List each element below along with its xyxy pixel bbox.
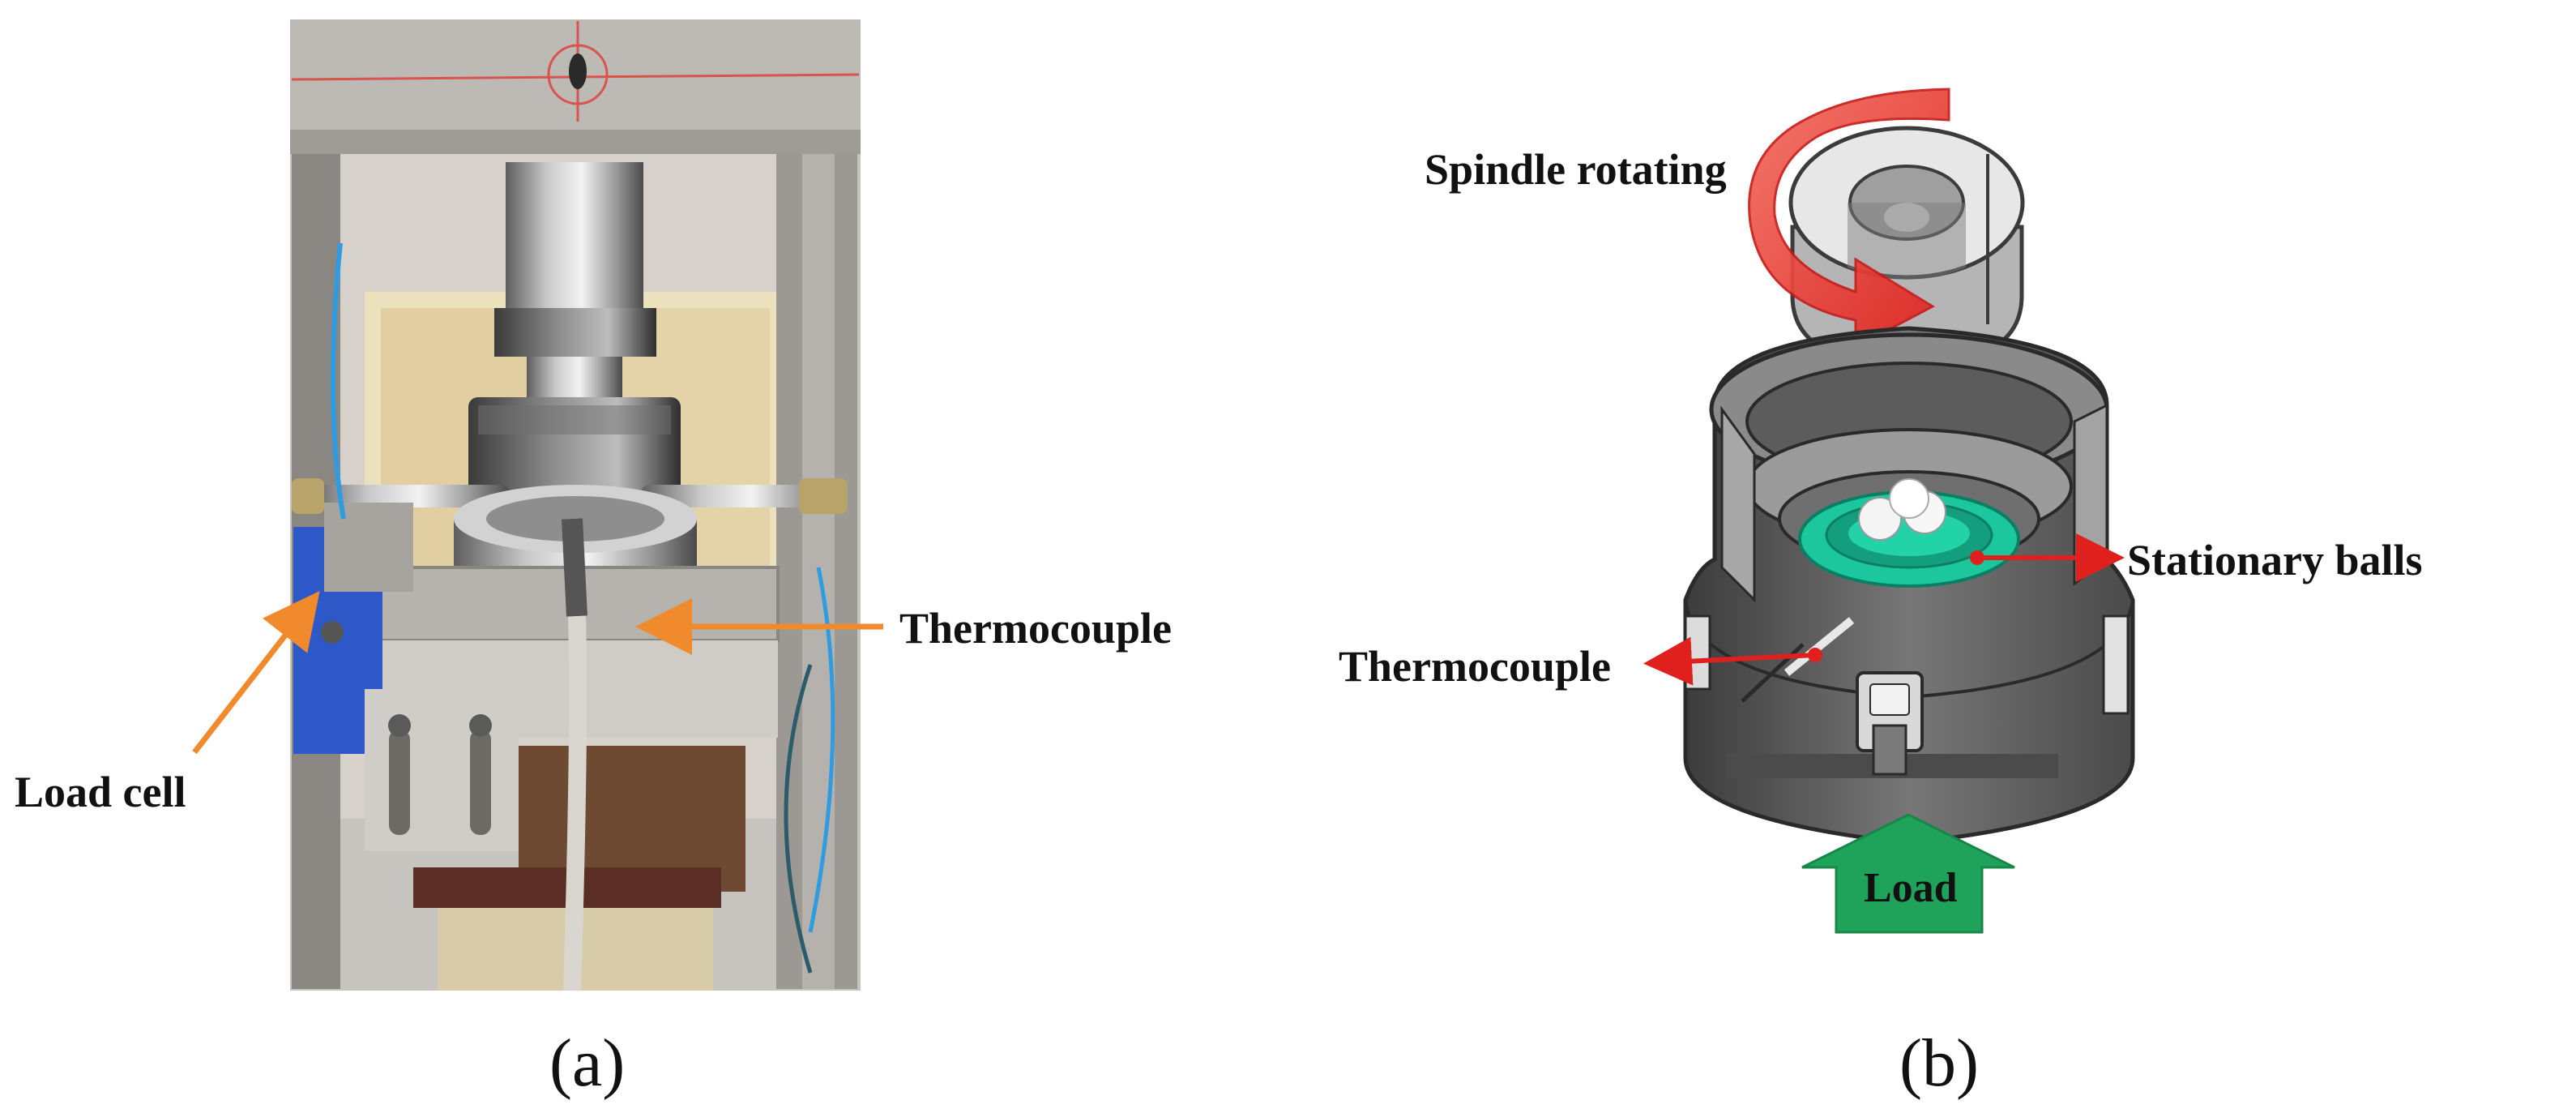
load-cell-arrow (192, 590, 320, 755)
caption-b: (b) (1899, 1025, 1979, 1101)
load-arrow (1801, 813, 2015, 934)
spindle-rotating-label: Spindle rotating (1425, 145, 1727, 194)
thermocouple-arrow-b (1643, 636, 1816, 686)
ball (1858, 497, 1902, 541)
spindle-cup (1788, 126, 2025, 367)
spindle-rotation-arrow (1748, 88, 1950, 349)
ball (1889, 478, 1929, 519)
stationary-balls-label: Stationary balls (2127, 536, 2423, 584)
thermocouple-label-b: Thermocouple (1339, 642, 1611, 691)
load-label: Load (1864, 865, 1958, 911)
caption-a: (a) (549, 1025, 626, 1101)
thermocouple-label-a: Thermocouple (899, 604, 1172, 653)
housing (1683, 326, 2135, 845)
photo-test-rig (290, 19, 861, 991)
load-cell-label: Load cell (15, 768, 186, 816)
